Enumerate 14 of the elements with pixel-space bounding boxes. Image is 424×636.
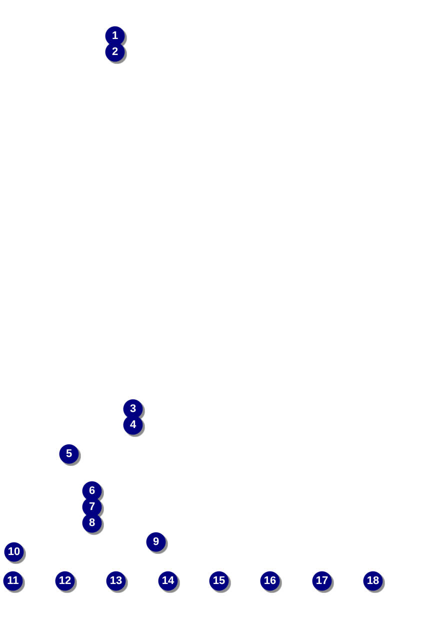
callout-number: 2	[105, 42, 127, 64]
callout-number: 12	[55, 571, 77, 593]
callout-number: 5	[59, 444, 81, 466]
callout-number: 8	[82, 513, 104, 535]
callout-number: 17	[312, 571, 334, 593]
callout-number: 10	[4, 542, 26, 564]
callout-number: 11	[3, 571, 25, 593]
callout-number: 4	[123, 415, 145, 437]
callout-number: 13	[106, 571, 128, 593]
callout-number: 16	[260, 571, 282, 593]
callout-number: 15	[209, 571, 231, 593]
callout-number: 18	[363, 571, 385, 593]
callout-number: 9	[146, 532, 168, 554]
callout-number: 14	[158, 571, 180, 593]
